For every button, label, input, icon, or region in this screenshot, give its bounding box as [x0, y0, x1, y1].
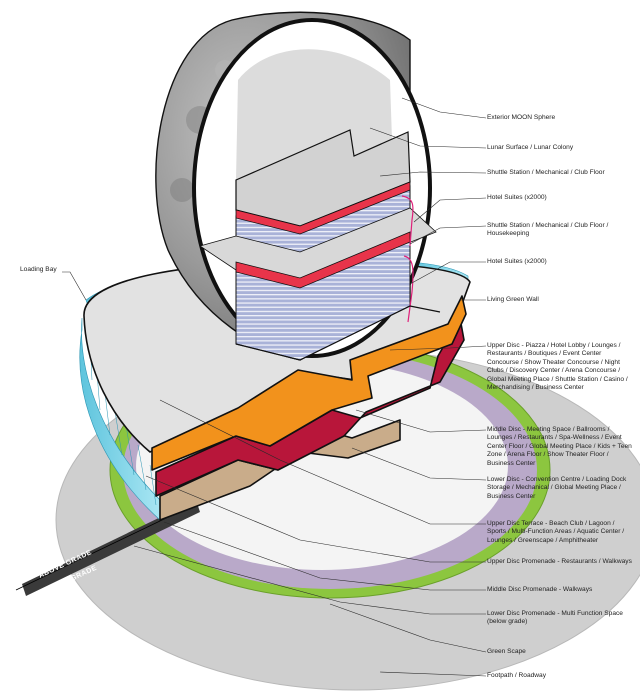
leader-shuttle-mid: [409, 225, 487, 245]
leader-shuttle-top: [379, 171, 487, 177]
red-band-upper: [235, 181, 411, 235]
shuttle-station-top-label: Shuttle Station / Mechanical / Club Floo…: [487, 169, 605, 176]
shuttle-station-mid-label: Shuttle Station / Mechanical / Club Floo…: [487, 222, 609, 238]
leader-middle-disc: [355, 409, 487, 433]
leader-loading-bay: [62, 271, 87, 301]
leader-lunar-surface: [369, 127, 487, 149]
exterior-moon-sphere-label: Exterior MOON Sphere: [487, 114, 556, 121]
leader-hotel-top: [413, 197, 487, 223]
leader-exterior-moon: [401, 97, 487, 119]
moon-crater: [170, 178, 194, 202]
middle-disc-promenade-label: Middle Disc Promenade - Walkways: [487, 586, 593, 593]
hotel-suites-bottom-label: Hotel Suites (x2000): [487, 258, 547, 265]
leader-hotel-bottom: [409, 261, 486, 285]
leader-green-scape: [329, 603, 487, 653]
upper-disc-label: Upper Disc - Piazza / Hotel Lobby / Loun…: [487, 342, 628, 392]
hotel-bracket-top: [401, 195, 414, 247]
footpath-roadway-label: Footpath / Roadway: [487, 672, 547, 679]
green-scape-label: Green Scape: [487, 648, 526, 655]
leader-upper-promenade: [145, 475, 486, 563]
leader-lower-disc: [351, 447, 487, 481]
lower-disc-promenade-label: Lower Disc Promenade - Multi Function Sp…: [487, 610, 623, 626]
loading-bay-label: Loading Bay: [20, 266, 57, 273]
hotel-bracket-bottom: [403, 255, 414, 323]
lower-disc-label: Lower Disc - Convention Centre / Loading…: [487, 476, 627, 500]
leader-lower-promenade: [133, 545, 486, 615]
leader-middle-promenade: [163, 521, 486, 591]
leader-upper-disc: [389, 345, 487, 351]
leader-footpath: [379, 671, 487, 677]
middle-disc-label: Middle Disc - Meeting Space / Ballrooms …: [487, 426, 632, 467]
grade-band: [22, 500, 200, 596]
upper-disc-promenade-label: Upper Disc Promenade - Restaurants / Wal…: [487, 558, 632, 565]
upper-disc-terrace-label: Upper Disc Terrace - Beach Club / Lagoon…: [487, 520, 625, 544]
hotel-suites-top-label: Hotel Suites (x2000): [487, 194, 547, 201]
leader-terrace: [159, 399, 486, 525]
upper-disc: [151, 295, 467, 471]
moon-base-deck: [235, 305, 441, 361]
lunar-surface-label: Lunar Surface / Lunar Colony: [487, 144, 574, 151]
living-green-wall-label: Living Green Wall: [487, 296, 539, 303]
